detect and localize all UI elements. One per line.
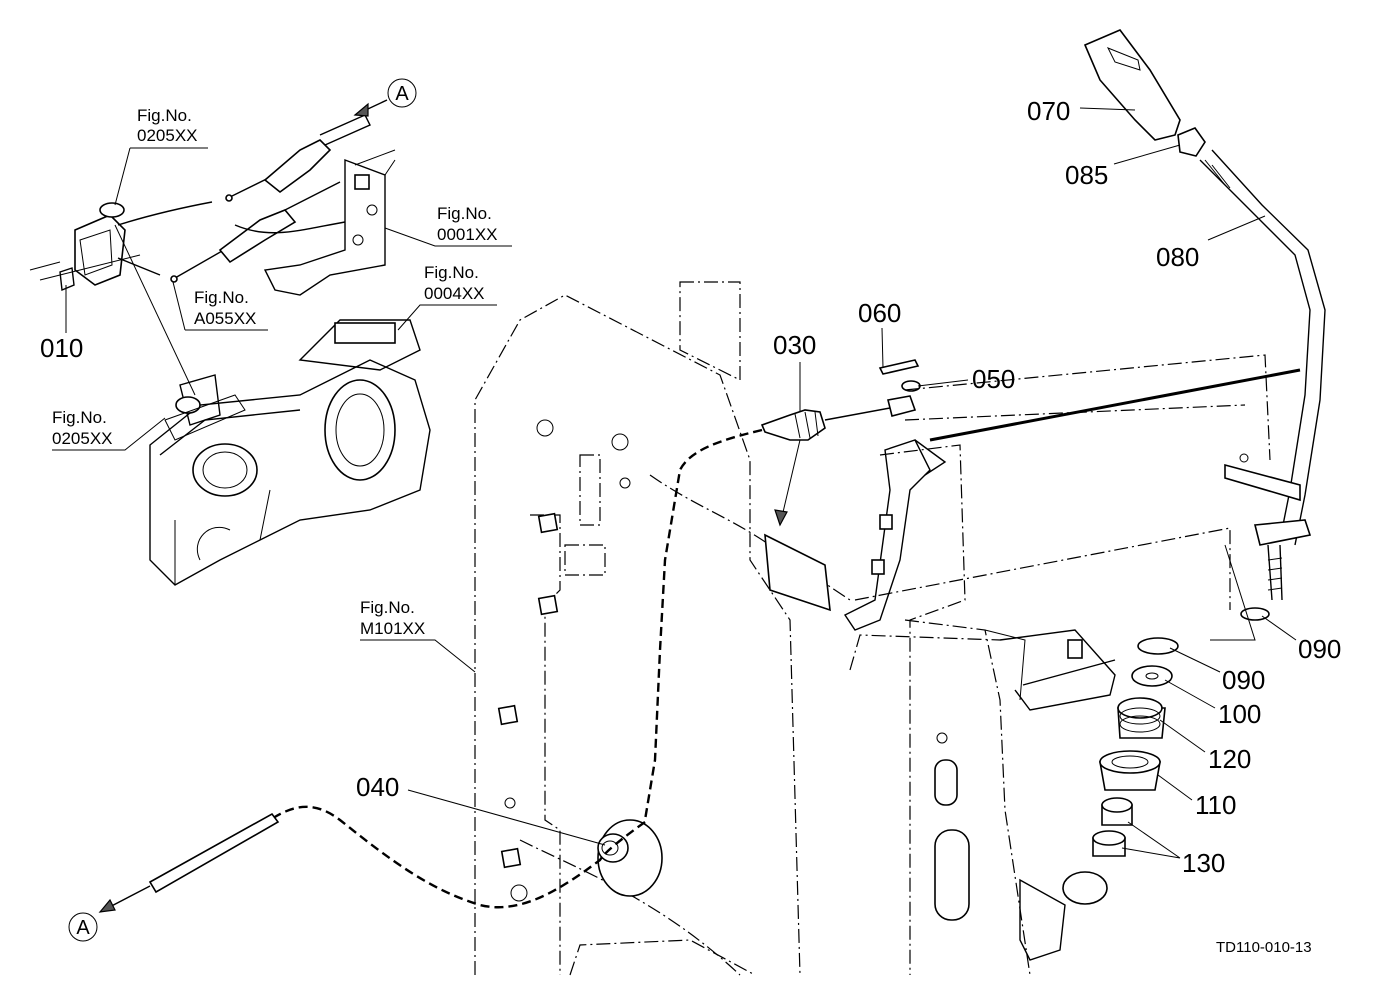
part-number: 090 — [1298, 634, 1341, 664]
part-number: 050 — [972, 364, 1015, 394]
fig-ref-code: 0205XX — [137, 126, 198, 145]
fig-ref-label: Fig.No. — [137, 106, 192, 125]
cable-030-drawing — [643, 354, 1301, 821]
connector-a-bottom-label: A — [76, 917, 90, 939]
callout-050: 050 — [917, 364, 1015, 394]
fig-ref-code: 0205XX — [52, 429, 113, 448]
fig-ref-code: 0001XX — [437, 225, 498, 244]
part-number: 010 — [40, 333, 83, 363]
fig-ref-label: Fig.No. — [52, 408, 107, 427]
part-number: 070 — [1027, 96, 1070, 126]
fig-ref-code: M101XX — [360, 619, 425, 638]
parts-stack-drawing — [1022, 637, 1179, 857]
fig-ref-label: Fig.No. — [437, 204, 492, 223]
fig-ref-a055: Fig.No. A055XX — [172, 281, 268, 331]
upper-cable-ends-drawing — [170, 114, 371, 283]
callout-110: 110 — [1157, 774, 1236, 820]
fig-ref-label: Fig.No. — [194, 288, 249, 307]
fig-ref-0004: Fig.No. 0004XX — [397, 263, 497, 331]
connector-a-top: A — [353, 78, 417, 117]
callout-085: 085 — [1065, 144, 1181, 190]
fig-ref-0205-mid: Fig.No. 0205XX — [52, 408, 166, 451]
part-number: 130 — [1182, 848, 1225, 878]
bracket-0001-drawing — [234, 149, 396, 296]
callout-120: 120 — [1159, 719, 1251, 774]
drawing-code: TD110-010-13 — [1216, 939, 1312, 956]
callout-090-right: 090 — [1261, 615, 1341, 664]
fig-ref-label: Fig.No. — [424, 263, 479, 282]
part-number: 120 — [1208, 744, 1251, 774]
fig-ref-0205-top: Fig.No. 0205XX — [114, 106, 208, 206]
callout-130: 130 — [1121, 821, 1225, 878]
fig-ref-0001: Fig.No. 0001XX — [384, 204, 512, 247]
shift-lever-drawing — [1083, 29, 1326, 641]
right-frame-drawing — [843, 439, 1116, 976]
callout-040: 040 — [356, 772, 606, 846]
callout-070: 070 — [1027, 96, 1136, 126]
part-number: 085 — [1065, 160, 1108, 190]
callout-080: 080 — [1156, 215, 1266, 272]
frame-panel-drawing — [474, 281, 851, 976]
engine-housing-drawing — [149, 319, 431, 586]
part-number: 100 — [1218, 699, 1261, 729]
connector-a-bottom: A — [68, 898, 116, 942]
fig-ref-label: Fig.No. — [360, 598, 415, 617]
connector-a-top-label: A — [395, 83, 409, 105]
part-number: 090 — [1222, 665, 1265, 695]
callout-100: 100 — [1164, 679, 1261, 729]
callout-090-stack: 090 — [1169, 647, 1265, 695]
fig-ref-code: A055XX — [194, 309, 256, 328]
part-number: 080 — [1156, 242, 1199, 272]
callout-030: 030 — [773, 330, 816, 527]
part-number: 030 — [773, 330, 816, 360]
callout-060: 060 — [858, 298, 901, 369]
part-number: 060 — [858, 298, 901, 328]
part-number: 110 — [1195, 790, 1236, 820]
callout-010: 010 — [40, 285, 83, 363]
lever-bracket-drawing — [29, 201, 213, 396]
cable-040-drawing — [99, 805, 663, 913]
fig-ref-m101: Fig.No. M101XX — [360, 598, 476, 673]
part-number: 040 — [356, 772, 399, 802]
fig-ref-code: 0004XX — [424, 284, 485, 303]
